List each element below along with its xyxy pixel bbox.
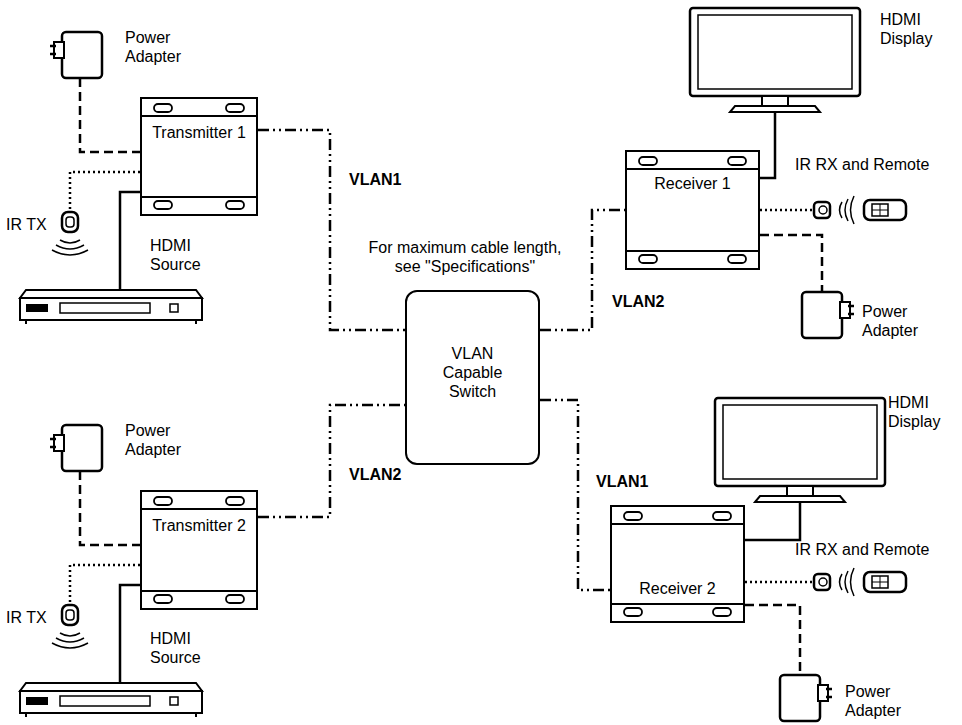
device-label: Power Adapter <box>845 682 923 720</box>
vlan-cable <box>258 130 405 330</box>
mounting-flange <box>142 99 256 214</box>
vlan-label: VLAN2 <box>610 292 666 311</box>
vlan-cable <box>540 400 610 590</box>
device-label: Power Adapter <box>862 302 940 340</box>
mounting-flange <box>612 507 743 621</box>
device-label: HDMI Display <box>880 10 952 48</box>
transmitter-box: Transmitter 1 <box>140 97 258 216</box>
device-label: IR TX <box>6 608 66 627</box>
device-label: IR RX and Remote <box>795 540 955 559</box>
mounting-flange <box>142 492 256 608</box>
node-label: VLAN Capable Switch <box>433 344 513 401</box>
vlan-cable <box>258 405 405 517</box>
device-label: HDMI Display <box>888 393 960 431</box>
device-label: IR TX <box>6 215 66 234</box>
transmitter-box: Transmitter 2 <box>140 490 258 610</box>
receiver-box: Receiver 1 <box>625 150 760 270</box>
mounting-flange <box>627 152 758 268</box>
device-label: Power Adapter <box>125 28 203 66</box>
node-label: Receiver 1 <box>627 174 758 193</box>
device-label: HDMI Source <box>150 236 216 274</box>
device-label: HDMI Source <box>150 629 216 667</box>
vlan-label: VLAN2 <box>347 465 403 484</box>
node-label: Transmitter 2 <box>142 516 256 535</box>
device-label: IR RX and Remote <box>795 155 955 174</box>
node-label: Receiver 2 <box>612 579 743 598</box>
vlan-label: VLAN1 <box>347 170 403 189</box>
device-label: For maximum cable length, see "Specifica… <box>368 238 562 276</box>
receiver-box: Receiver 2 <box>610 505 745 623</box>
vlan-cable <box>540 210 625 330</box>
switch-box: VLAN Capable Switch <box>405 290 540 465</box>
vlan-label: VLAN1 <box>594 472 650 491</box>
device-label: Power Adapter <box>125 421 203 459</box>
node-label: Transmitter 1 <box>142 123 256 142</box>
